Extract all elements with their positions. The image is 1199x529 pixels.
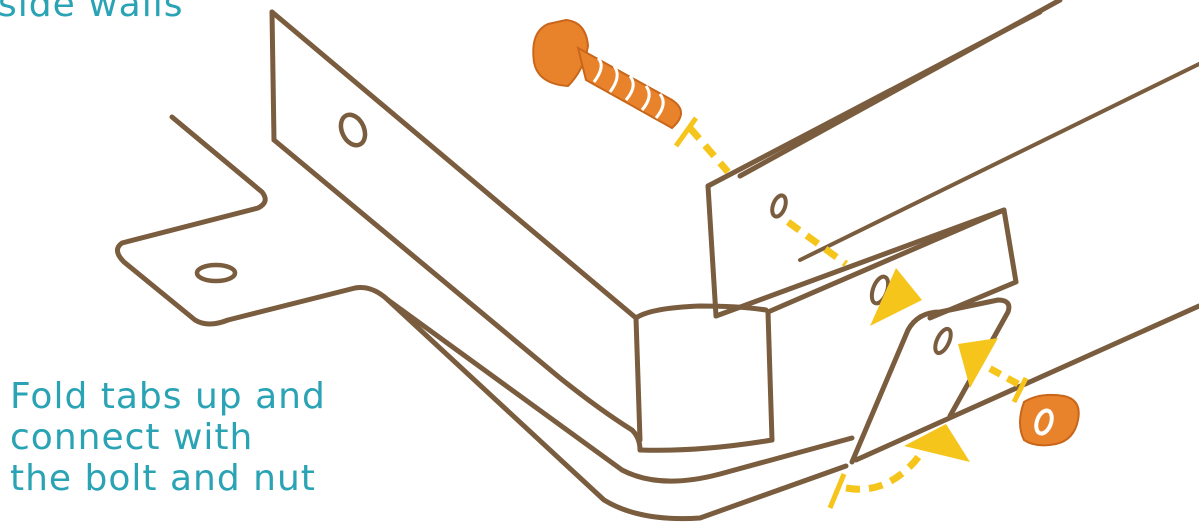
bolt-path-arrow-head	[870, 268, 922, 326]
base-mounting-hole	[197, 265, 235, 281]
right-wall-front-edge	[708, 186, 716, 316]
caption-fold-instructions: Fold tabs up and connect with the bolt a…	[10, 376, 326, 499]
fold-up-arrow-head	[904, 424, 970, 462]
base-rim-curve	[388, 300, 852, 481]
nut-icon	[1020, 395, 1079, 445]
folding-tab-hole	[932, 327, 954, 356]
nut-path-arrow-segment	[978, 362, 1018, 384]
caption-side-walls: side walls	[0, 0, 183, 25]
fold-up-arrow-start-tick	[830, 474, 844, 508]
corner-bottom-edge	[640, 440, 772, 450]
left-wall-hole	[336, 111, 369, 149]
caption-line-2: connect with	[10, 417, 326, 458]
right-wall-hole	[770, 194, 789, 219]
caption-line-3: the bolt and nut	[10, 458, 326, 499]
bolt-path-arrow-segment-1	[690, 128, 728, 172]
right-wall-inner-edge	[740, 0, 1060, 176]
nut-path-arrow-head	[958, 338, 998, 388]
left-wall-left-edge	[272, 12, 274, 140]
bolt-icon	[533, 20, 681, 128]
right-wall-bottom-edge	[716, 210, 1004, 316]
corner-front-edge	[768, 312, 772, 440]
caption-line-1: Fold tabs up and	[10, 376, 326, 417]
right-wall-mid-line	[800, 64, 1199, 260]
corner-bend	[636, 306, 766, 318]
